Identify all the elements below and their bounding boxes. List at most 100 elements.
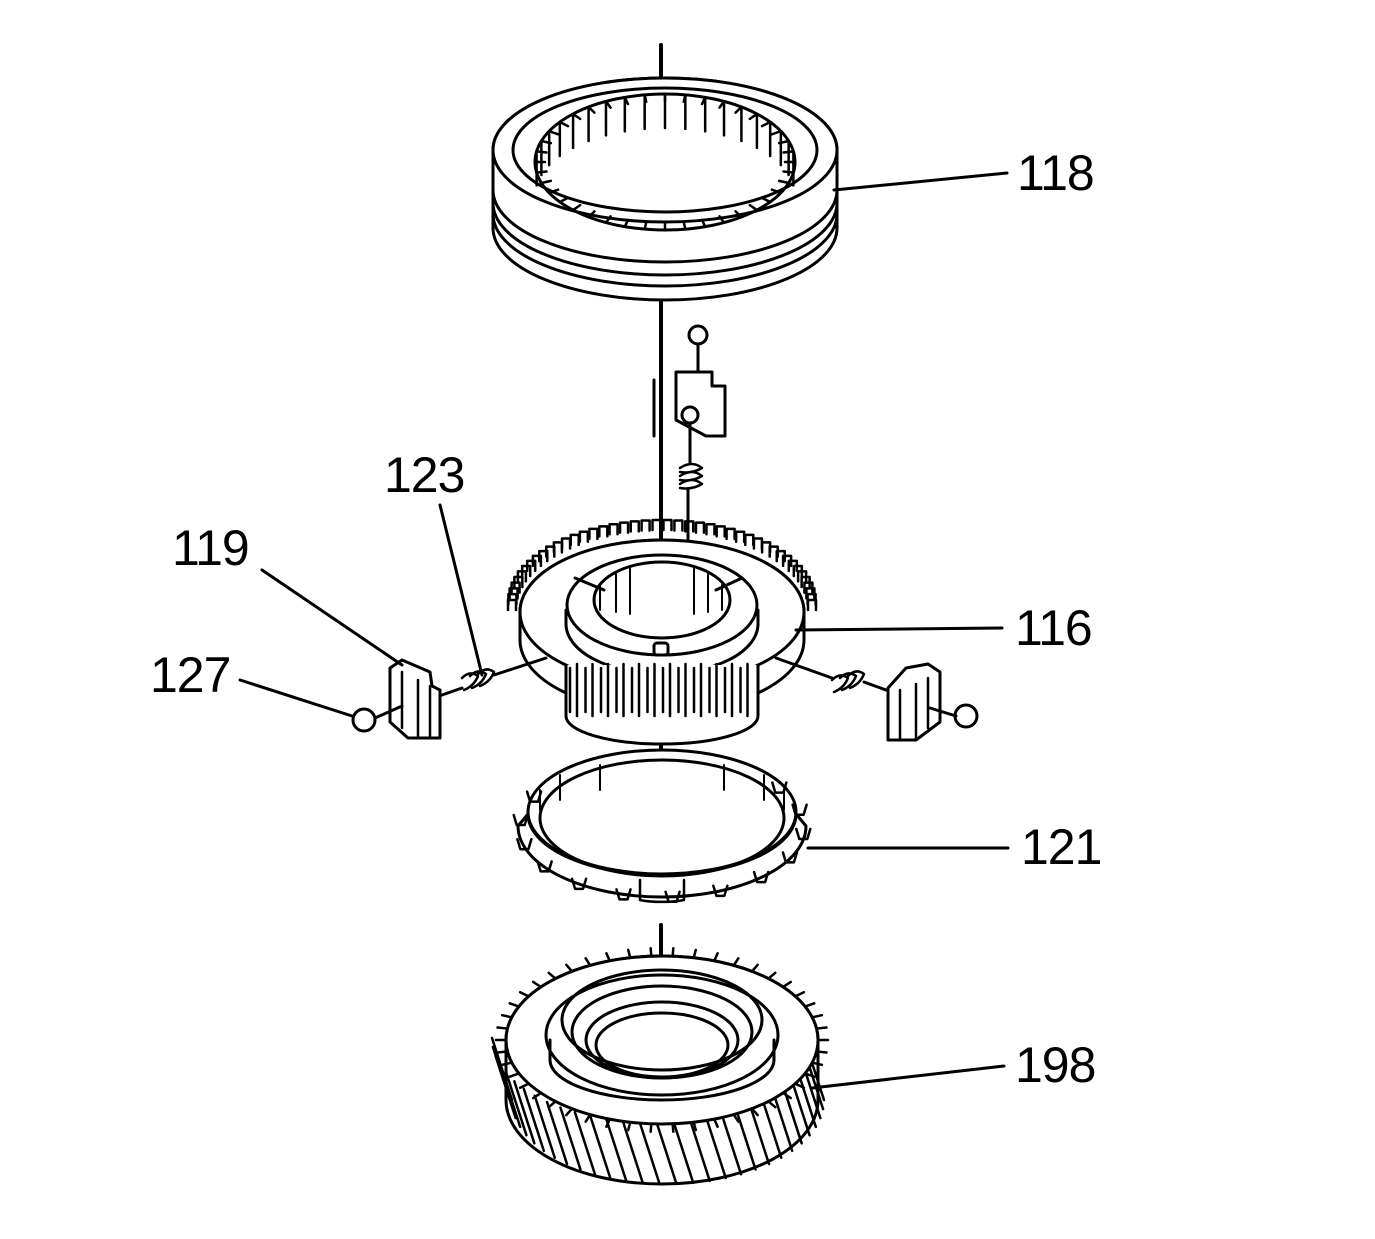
gear-tooth <box>671 946 675 958</box>
sleeve-ring-118 <box>491 76 839 302</box>
gear-tooth <box>750 963 759 973</box>
blocker-lug <box>536 860 553 873</box>
leader-116 <box>794 626 1004 632</box>
gear-helix-face <box>671 1119 695 1185</box>
hub-lower-tooth <box>584 662 594 718</box>
callout-116: 116 <box>1015 600 1093 656</box>
hub-outer-spline <box>662 518 673 532</box>
sleeve-spline <box>604 215 612 224</box>
callout-119: 119 <box>172 520 250 576</box>
gear-helix-face <box>704 1114 727 1180</box>
gear-helix-face <box>573 1110 597 1176</box>
blocker-lug <box>781 851 799 864</box>
sleeve-spline <box>734 210 743 219</box>
gear-tooth <box>750 1107 759 1117</box>
gear-tooth <box>781 1091 793 1100</box>
gear-tooth <box>712 952 719 963</box>
hub-lower-tooth <box>630 662 641 718</box>
gear-tooth <box>671 1122 675 1134</box>
hub-outer-spline <box>578 530 590 543</box>
gear-tooth <box>732 1113 740 1123</box>
gear-tooth <box>565 963 574 973</box>
hub-outer-spline <box>618 521 630 534</box>
hub-116 <box>506 518 818 746</box>
gear-tooth <box>496 1050 509 1054</box>
gear-tooth <box>626 948 632 960</box>
gear-tooth <box>547 1100 557 1109</box>
gear-tooth <box>767 1100 777 1109</box>
sleeve-spline <box>587 210 596 219</box>
gear-tooth <box>810 1061 824 1067</box>
gear-helix-face <box>655 1120 678 1186</box>
hub-outer-spline <box>560 537 572 550</box>
gear-tooth <box>692 1120 698 1132</box>
gear-tooth <box>626 1120 632 1132</box>
callout-198: 198 <box>1015 1037 1096 1093</box>
sleeve-spline <box>558 196 570 204</box>
hub-outer-spline <box>705 523 716 536</box>
hub-outer-spline <box>525 559 537 573</box>
leader-198 <box>810 1064 1006 1090</box>
gear-tooth <box>767 971 777 980</box>
gear-helix-face <box>760 1094 783 1160</box>
hub-outer-spline <box>673 519 684 532</box>
blocker-lug <box>712 884 729 898</box>
gear-tooth <box>531 980 543 989</box>
hub-outer-spline <box>588 527 599 541</box>
hub-outer-spline <box>629 520 641 533</box>
gear-tooth <box>547 971 557 980</box>
hub-lower-tooth <box>646 662 656 718</box>
hub-lower-tooth <box>692 662 703 718</box>
hub-lower-tooth <box>568 662 579 718</box>
gear-tooth <box>649 946 653 958</box>
leader-127 <box>238 678 354 718</box>
helical-gear-198 <box>490 946 830 1186</box>
gear-helix-face <box>621 1119 645 1185</box>
callout-121: 121 <box>1021 819 1102 875</box>
gear-helix-face <box>522 1087 546 1153</box>
hub-lower-tooth <box>615 662 625 718</box>
hub-lower-tooth <box>677 662 687 718</box>
gear-tooth <box>810 1013 824 1019</box>
blocker-lug <box>791 803 808 816</box>
gear-tooth <box>508 1002 521 1008</box>
gear-tooth <box>531 1091 543 1100</box>
blocker-lug <box>795 827 812 841</box>
sleeve-spline <box>682 220 687 231</box>
gear-helix-face <box>559 1106 582 1171</box>
sleeve-spline <box>718 215 726 224</box>
sleeve-spline <box>547 129 560 136</box>
gear-helix-face <box>747 1100 771 1166</box>
gear-tooth <box>815 1026 828 1030</box>
gear-tooth <box>794 990 806 998</box>
blocker-lug <box>752 870 770 884</box>
hub-outer-spline <box>752 537 764 550</box>
gear-helix-face <box>505 1072 528 1137</box>
hub-outer-spline <box>640 519 651 532</box>
hub-lower-tooth <box>599 662 610 718</box>
callout-118: 118 <box>1017 145 1095 201</box>
gear-tooth <box>605 952 612 963</box>
callout-127: 127 <box>150 647 231 703</box>
gear-helix-face <box>513 1080 536 1145</box>
leader-123 <box>438 503 484 677</box>
blocker-ring-121 <box>512 748 812 904</box>
gear-tooth <box>712 1117 719 1128</box>
sleeve-spline <box>571 203 582 212</box>
hub-outer-spline <box>734 530 746 543</box>
gear-helix-face <box>545 1100 569 1166</box>
left-detent-stack <box>351 656 548 740</box>
hub-lower-tooth <box>739 662 749 718</box>
gear-helix-face <box>605 1117 628 1183</box>
gear-helix-face <box>688 1117 711 1183</box>
sleeve-spline <box>547 188 560 195</box>
hub-lower-tooth <box>723 662 734 718</box>
gear-tooth <box>781 980 793 989</box>
sleeve-spline <box>777 179 790 185</box>
blocker-lug <box>512 813 529 827</box>
gear-tooth <box>500 1013 514 1019</box>
hub-outer-spline <box>531 554 543 568</box>
gear-tooth <box>794 1082 806 1090</box>
hub-lower-tooth <box>661 662 672 718</box>
